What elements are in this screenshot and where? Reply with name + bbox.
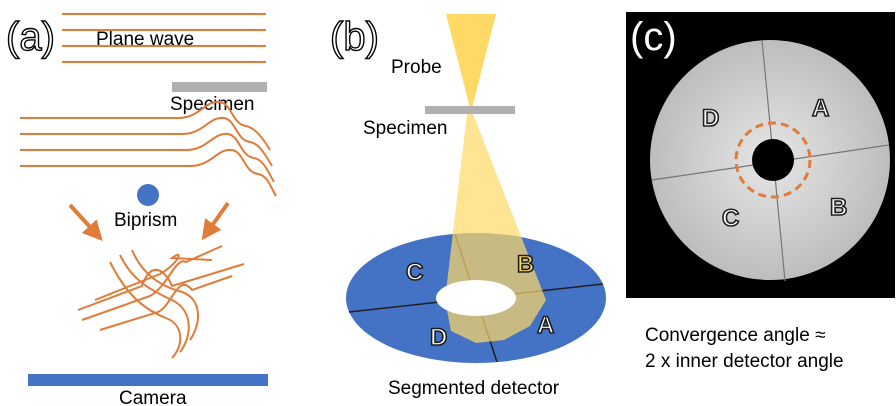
panel-b: (b) Probe Specimen B C D A Segmented det… [329,14,606,399]
arrow-right-icon [201,201,230,241]
specimen-a-label: Specimen [170,94,255,115]
specimen-b [425,106,515,114]
detector-hole [436,280,516,316]
arrow-left-icon [68,203,103,241]
panel-c: (c) D A C B Convergence angle ≈ 2 x inne… [626,12,895,372]
camera [28,374,268,386]
specimen-b-label: Specimen [363,118,448,139]
segment-a-label-c: A [812,95,829,122]
specimen-a [172,82,267,92]
panel-a-label: (a) [6,15,55,59]
segment-d-label-c: D [702,105,719,132]
interference-wavefronts [77,245,245,359]
detector-label: Segmented detector [388,378,560,399]
inner-angle-circle [734,121,812,199]
plane-wave-lines [62,13,266,63]
segmented-detector [346,114,606,363]
segment-c-label-c: C [722,205,739,232]
segment-c-label-b: C [406,259,423,286]
camera-label: Camera [119,388,187,406]
biprism-label: Biprism [114,210,177,231]
segment-d-label-b: D [430,324,447,351]
panel-b-label: (b) [330,15,379,59]
biprism-icon [137,184,159,206]
caption-line-1: Convergence angle ≈ [645,325,826,346]
panel-c-label: (c) [630,15,677,59]
plane-wave-label: Plane wave [96,29,194,50]
segment-b-label-c: B [830,194,847,221]
disc-hole [752,139,794,181]
segment-a-label-b: A [537,312,554,339]
probe-label: Probe [391,57,442,78]
caption-line-2: 2 x inner detector angle [645,351,844,372]
distorted-wavefronts [20,100,277,197]
probe-cone [446,14,496,112]
panel-a: (a) Plane wave Specimen Biprism [5,13,277,406]
segment-b-label-b: B [517,251,534,278]
